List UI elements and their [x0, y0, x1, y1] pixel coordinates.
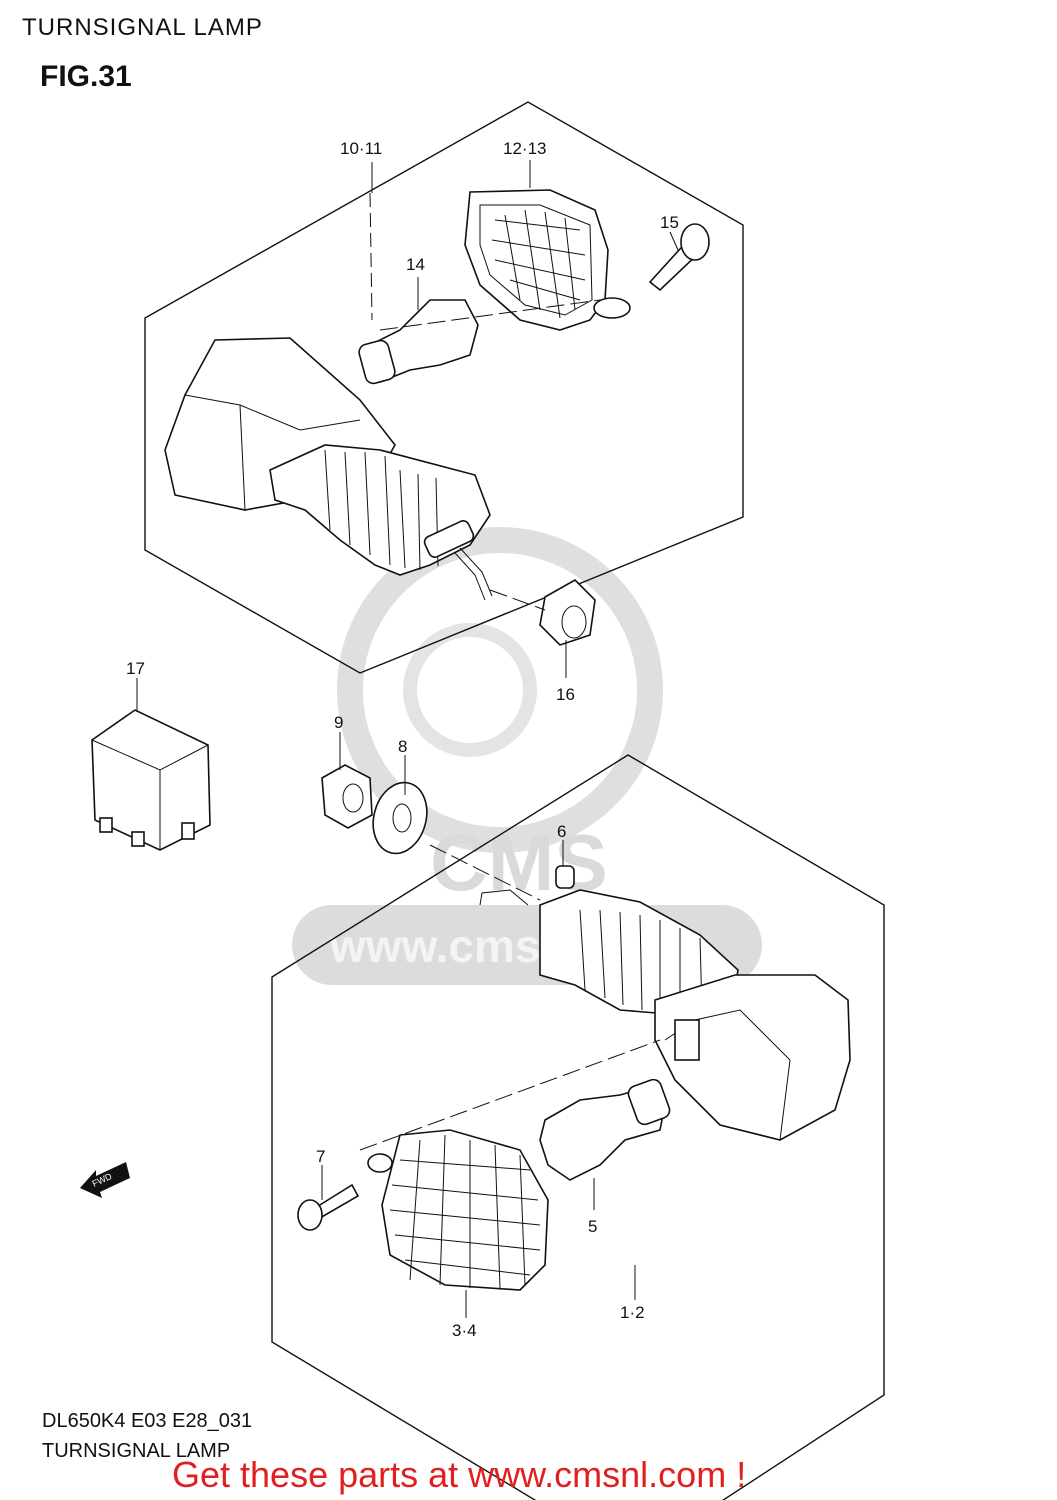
promo-link[interactable]: Get these parts at www.cmsnl.com ! [172, 1454, 747, 1495]
pin-6 [555, 865, 575, 889]
callout-6: 6 [557, 822, 566, 841]
page-title: TURNSIGNAL LAMP [22, 14, 263, 41]
forward-arrow-icon: FWD [80, 1162, 130, 1198]
upper-assembly-frame [144, 101, 744, 674]
callout-9: 9 [334, 713, 343, 732]
callout-16: 16 [556, 685, 575, 704]
callout-12-13: 12·13 [503, 139, 546, 158]
turnsignal-housing-upper [164, 337, 493, 601]
callout-14: 14 [406, 255, 425, 274]
bulb-upper [358, 299, 479, 385]
nut-9 [321, 764, 373, 829]
callout-17: 17 [126, 659, 145, 678]
callout-5: 5 [588, 1217, 597, 1236]
nut-16 [539, 579, 596, 646]
callout-10-11: 10·11 [340, 139, 382, 158]
screw-upper [648, 223, 710, 292]
callout-7: 7 [316, 1147, 325, 1166]
washer-8 [372, 781, 428, 855]
bulb-lower [539, 1078, 671, 1181]
callout-15: 15 [660, 213, 679, 232]
turnsignal-relay [91, 709, 211, 851]
callout-labels: 10·11 12·13 14 15 16 17 9 8 6 7 5 3·4 1·… [126, 139, 679, 1340]
turnsignal-lens-lower [367, 1129, 549, 1291]
leader-lines [136, 160, 679, 1318]
callout-1-2: 1·2 [620, 1303, 645, 1322]
callout-3-4: 3·4 [452, 1321, 477, 1340]
screw-lower [297, 1183, 360, 1231]
turnsignal-lens-upper [464, 189, 631, 331]
diagram-code: DL650K4 E03 E28_031 [42, 1410, 253, 1432]
turnsignal-housing-lower [479, 889, 851, 1141]
footer-title: TURNSIGNAL LAMP [42, 1440, 231, 1462]
lower-assembly-frame [271, 754, 885, 1500]
cms-watermark: www.cmsnl.com CMS [292, 527, 762, 985]
figure-label: FIG.31 [40, 60, 132, 93]
callout-8: 8 [398, 737, 407, 756]
